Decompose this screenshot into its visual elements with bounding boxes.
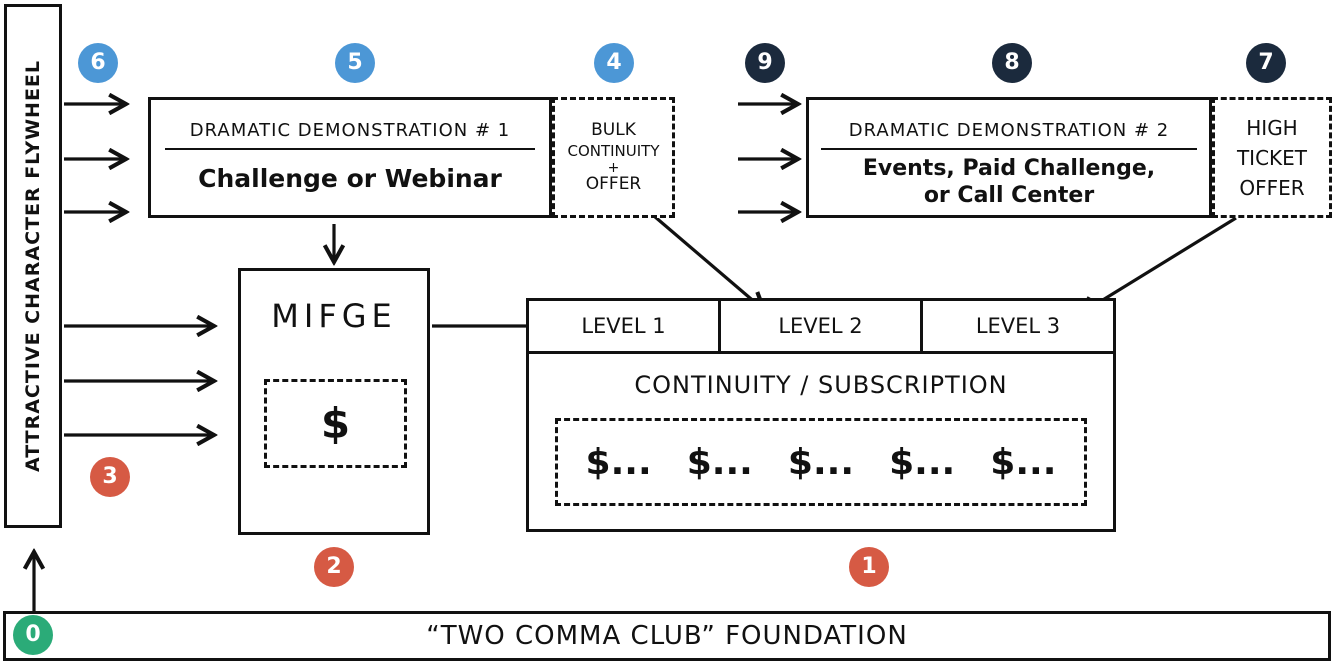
level-2-label: LEVEL 2: [778, 314, 863, 338]
payment-4: $...: [889, 441, 956, 483]
continuity-title: CONTINUITY / SUBSCRIPTION: [634, 371, 1008, 399]
badge-9: 9: [745, 43, 785, 83]
bulk-offer-line2: CONTINUITY: [567, 142, 660, 160]
mifge-title: MIFGE: [271, 297, 397, 335]
payment-2: $...: [686, 441, 753, 483]
level-3-label: LEVEL 3: [975, 314, 1061, 338]
demo1-box: DRAMATIC DEMONSTRATION # 1 Challenge or …: [148, 97, 552, 218]
level-1-cell: LEVEL 1: [529, 301, 721, 351]
mifge-price-box: $: [264, 379, 407, 468]
badge-5: 5: [335, 43, 375, 83]
levels-row: LEVEL 1 LEVEL 2 LEVEL 3: [529, 301, 1113, 354]
badge-4: 4: [594, 43, 634, 83]
foundation-label: “TWO COMMA CLUB” FOUNDATION: [426, 621, 908, 651]
bulk-offer-box: BULK CONTINUITY + OFFER: [552, 97, 675, 218]
badge-7: 7: [1246, 43, 1286, 83]
badge-6: 6: [78, 43, 118, 83]
badge-3: 3: [90, 457, 130, 497]
mifge-box: MIFGE $: [238, 268, 430, 535]
badge-8: 8: [992, 43, 1032, 83]
high-ticket-line1: HIGH: [1246, 115, 1298, 140]
bulk-offer-line1: BULK: [591, 120, 636, 140]
bulk-offer-line3: +: [607, 160, 620, 176]
badge-2: 2: [314, 547, 354, 587]
mifge-dollar: $: [320, 399, 351, 448]
demo2-subtitle-line2: or Call Center: [923, 183, 1095, 208]
demo1-subtitle: Challenge or Webinar: [198, 164, 502, 193]
level-2-cell: LEVEL 2: [721, 301, 923, 351]
demo2-divider: [821, 148, 1197, 150]
payment-3: $...: [787, 441, 854, 483]
high-ticket-line3: OFFER: [1239, 175, 1305, 200]
level-1-label: LEVEL 1: [581, 314, 666, 338]
flywheel-box: ATTRACTIVE CHARACTER FLYWHEEL: [4, 4, 62, 528]
demo1-divider: [165, 148, 535, 150]
payments-box: $... $... $... $... $...: [555, 418, 1087, 506]
high-ticket-line2: TICKET: [1236, 145, 1308, 170]
bulk-offer-line4: OFFER: [585, 174, 642, 194]
high-ticket-box: HIGH TICKET OFFER: [1212, 97, 1332, 218]
badge-0: 0: [13, 615, 53, 655]
badge-1: 1: [849, 547, 889, 587]
demo2-subtitle-line1: Events, Paid Challenge,: [862, 156, 1156, 181]
arrow-bulk-level2: [652, 214, 764, 310]
payment-5: $...: [990, 441, 1057, 483]
payment-1: $...: [585, 441, 652, 483]
flywheel-label: ATTRACTIVE CHARACTER FLYWHEEL: [22, 59, 45, 473]
demo1-title: DRAMATIC DEMONSTRATION # 1: [189, 120, 511, 141]
continuity-box: LEVEL 1 LEVEL 2 LEVEL 3 CONTINUITY / SUB…: [526, 298, 1116, 532]
level-3-cell: LEVEL 3: [923, 301, 1113, 351]
demo2-box: DRAMATIC DEMONSTRATION # 2 Events, Paid …: [806, 97, 1212, 218]
foundation-box: “TWO COMMA CLUB” FOUNDATION: [3, 611, 1331, 661]
demo2-title: DRAMATIC DEMONSTRATION # 2: [848, 120, 1170, 141]
